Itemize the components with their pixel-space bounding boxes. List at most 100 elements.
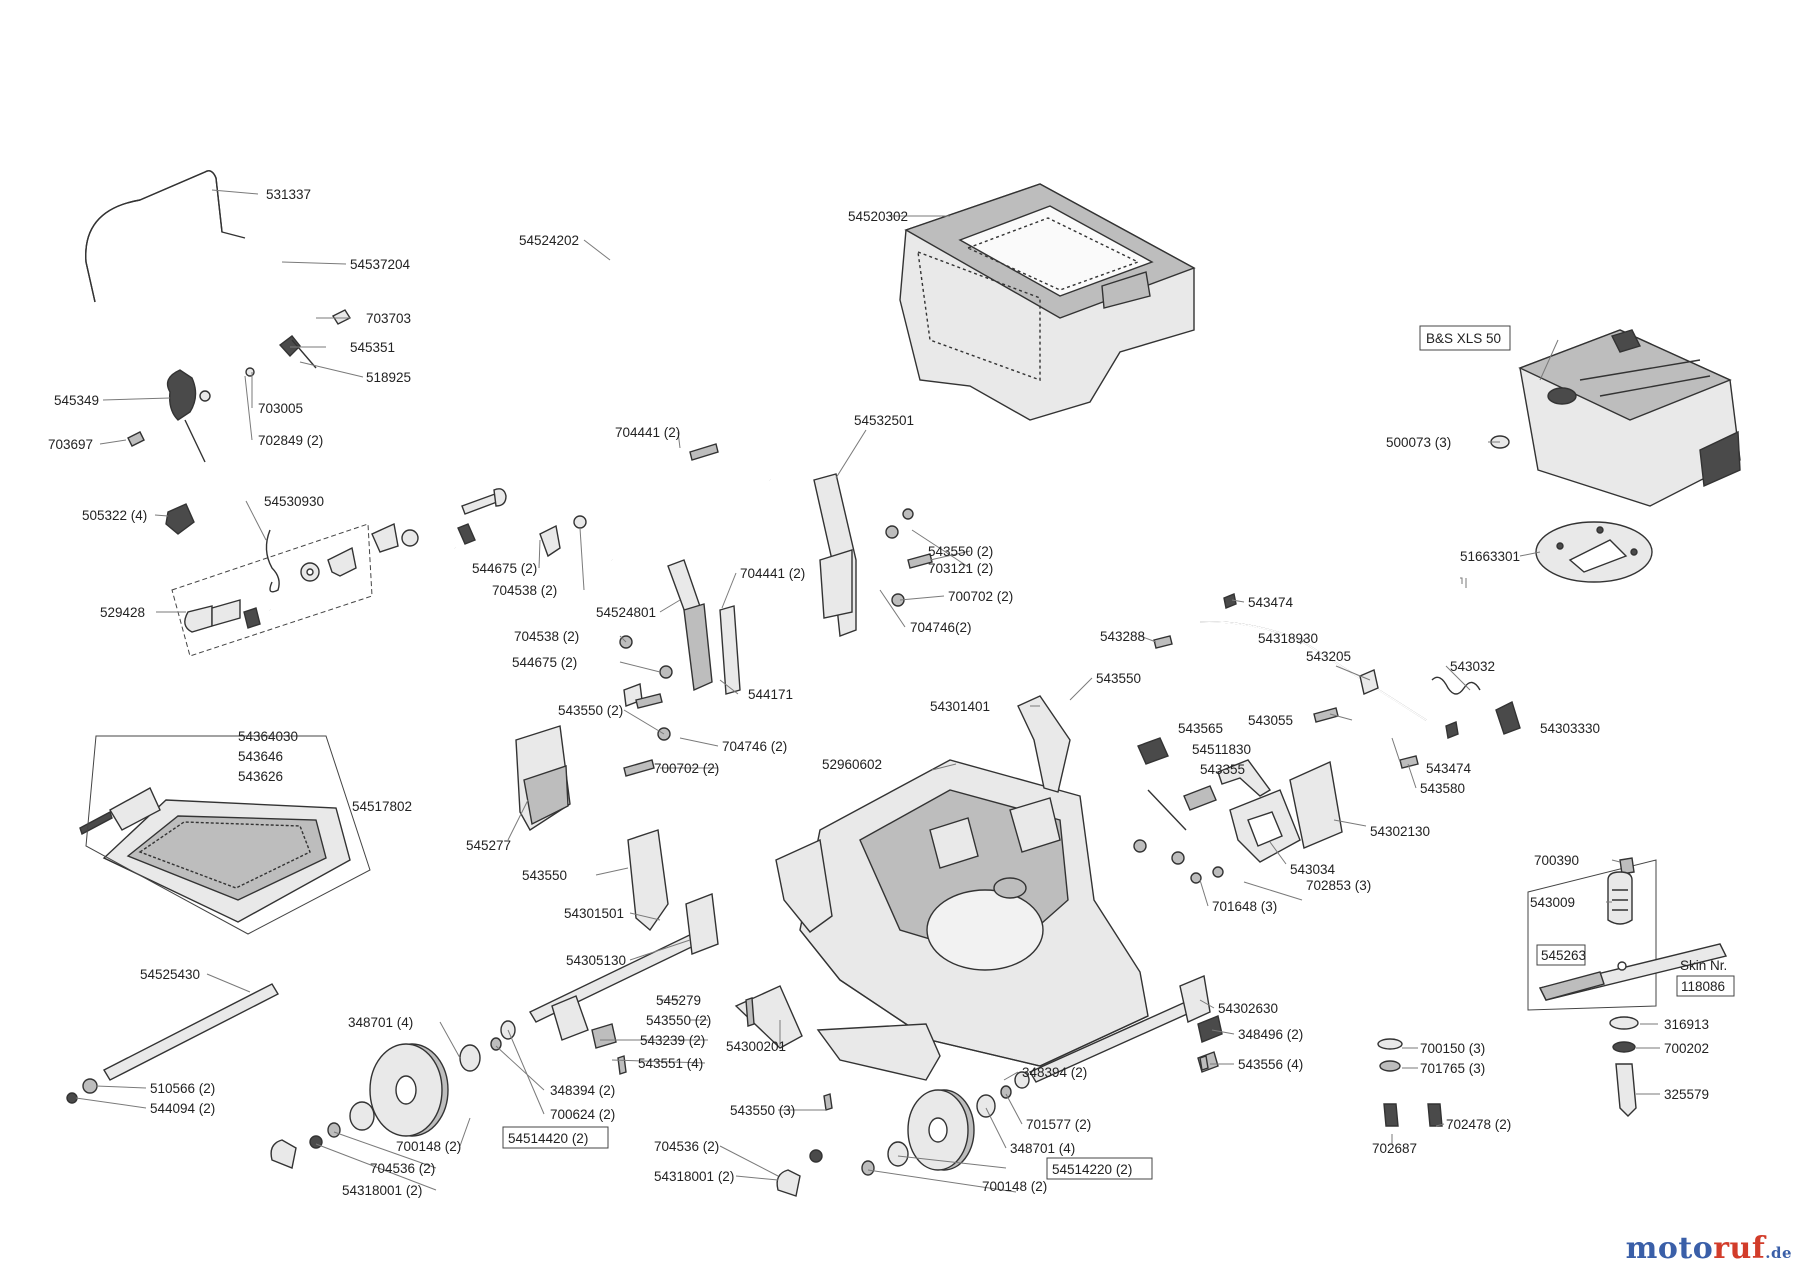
part-label: 54537204 [350,257,411,272]
part-label: 518925 [366,370,411,385]
part-label: 543550 [522,868,567,883]
part-label: 704441 (2) [615,425,680,440]
part-label: 54520302 [848,209,908,224]
part-label: 54511830 [1192,742,1251,757]
part-label: 348701 (4) [348,1015,413,1030]
part-label: 543009 [1530,895,1575,910]
handle-bracket-right [813,473,857,637]
part-label: 543556 (4) [1238,1057,1303,1072]
part-label: 543474 [1248,595,1294,610]
part-label: 54525430 [140,967,200,982]
part-label: 704538 (2) [492,583,557,598]
lower-handle-bar [113,240,457,612]
part-label: 348701 (4) [1010,1141,1075,1156]
part-label: 701577 (2) [1026,1117,1091,1132]
part-label: 545279 [656,993,701,1008]
label-frames [502,325,1735,1180]
part-label: 500073 (3) [1386,435,1451,450]
engine-bs-xls50 [1490,329,1741,507]
part-label: 54514220 (2) [1052,1162,1132,1177]
part-label: 54301401 [930,699,990,714]
part-label: 54530930 [264,494,324,509]
part-label: 543550 (2) [646,1013,711,1028]
handle-control-lever [166,369,211,463]
part-label: 54302130 [1370,824,1430,839]
part-label: 543288 [1100,629,1145,644]
part-label: 54514420 (2) [508,1131,588,1146]
watermark-logo: motoruf.de [1626,1231,1792,1266]
front-axle-right [1028,975,1223,1083]
part-label: 531337 [266,187,311,202]
part-label: 700702 (2) [654,761,719,776]
part-label: 54300201 [726,1039,786,1054]
blade-adapter-parts [1538,857,1728,1117]
part-label: 543646 [238,749,283,764]
part-label: 316913 [1664,1017,1709,1032]
blade-assembly-frame [1527,859,1657,1011]
part-label: 700150 (3) [1420,1041,1485,1056]
part-label: 704538 (2) [514,629,579,644]
part-label: 703121 (2) [928,561,993,576]
front-axle-assembly [529,893,719,1049]
part-label: 348394 (2) [550,1083,615,1098]
part-label: 54301501 [564,906,624,921]
part-label: 703697 [48,437,93,452]
part-label: B&S XLS 50 [1426,331,1501,346]
part-label: 700702 (2) [948,589,1013,604]
part-label: 543550 [1096,671,1141,686]
part-label: 543239 (2) [640,1033,705,1048]
part-label: 52960602 [822,757,882,772]
part-label: 54318001 (2) [342,1183,422,1198]
part-label: 704746 (2) [722,739,787,754]
part-label: 544094 (2) [150,1101,215,1116]
part-label: 703005 [258,401,303,416]
part-label: 118086 [1681,979,1725,994]
watermark-brand-b: ruf [1713,1231,1766,1266]
part-label: 704746(2) [910,620,972,635]
part-label: 543034 [1290,862,1336,877]
part-label: 543565 [1178,721,1223,736]
part-label: 700148 (2) [982,1179,1047,1194]
part-label: 545351 [350,340,395,355]
alternative-handle [493,265,772,562]
part-label: 702853 (3) [1306,878,1371,893]
part-label: 54318930 [1258,631,1318,646]
misc-small-screws [617,997,1209,1111]
part-label: 54305130 [566,953,626,968]
part-label: 704536 (2) [654,1139,719,1154]
part-label: 505322 (4) [82,508,147,523]
part-label: 54532501 [854,413,914,428]
part-label: 54303330 [1540,721,1600,736]
grass-catcher-bag [899,183,1196,421]
part-label: 543032 [1450,659,1495,674]
part-label: Skin Nr. [1680,958,1727,973]
part-label: 545263 [1541,948,1586,963]
part-label: 704536 (2) [370,1161,435,1176]
part-label: 54318001 (2) [654,1169,734,1184]
part-label: 702478 (2) [1446,1117,1511,1132]
engine-gasket-plate [1535,521,1653,583]
part-label: 545277 [466,838,511,853]
handle-mounting-kit [171,522,419,657]
part-label: 544171 [748,687,793,702]
quick-release-bolt [457,488,507,545]
part-label: 54302630 [1218,1001,1278,1016]
part-label: 543551 (4) [638,1056,703,1071]
part-label: 54517802 [352,799,412,814]
cable-clip [278,309,352,369]
part-label: 51663301 [1460,549,1520,564]
part-label: 545349 [54,393,99,408]
part-label: 543626 [238,769,283,784]
rear-wheel-left [270,1020,516,1169]
part-label: 543055 [1248,713,1293,728]
leader-lines [75,189,1660,1193]
mower-deck-housing [775,759,1149,1067]
part-label: 543355 [1200,762,1245,777]
bracket-screws-and-washers [619,443,933,777]
rear-axle-rod [66,983,279,1104]
height-adjust-mechanism [1133,737,1343,884]
upper-handle-bar [85,170,246,303]
mulch-cover-plate [79,735,371,935]
part-label: 529428 [100,605,145,620]
